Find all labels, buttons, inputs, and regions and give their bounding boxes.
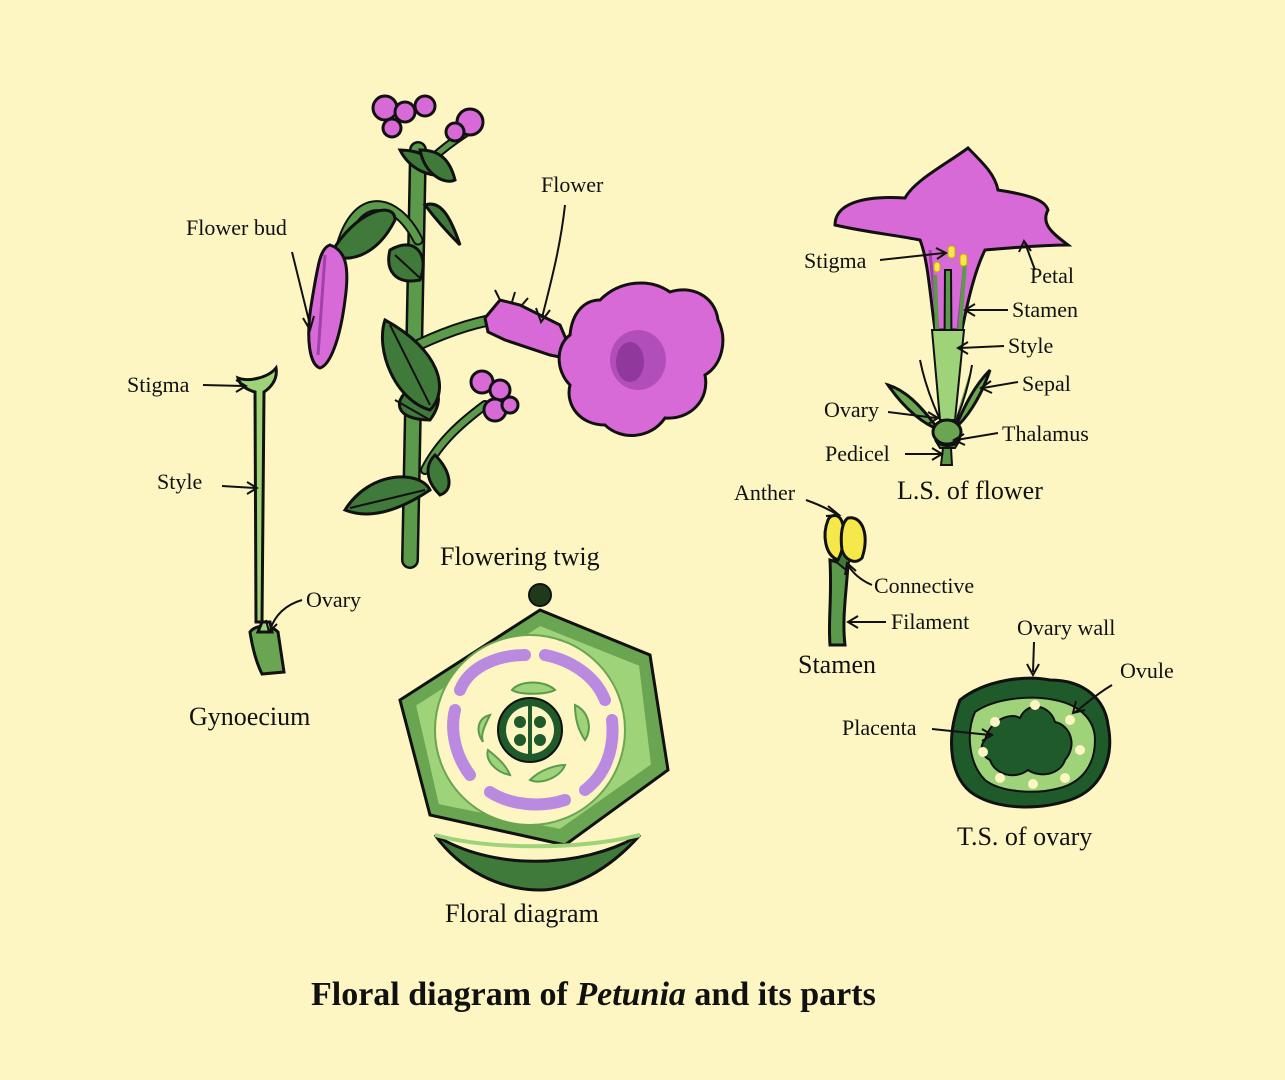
label-flower-bud: Flower bud xyxy=(186,215,287,240)
label-flower: Flower xyxy=(541,172,604,197)
ts-label-ovary-wall: Ovary wall xyxy=(1017,615,1115,640)
stamen-label-anther: Anther xyxy=(734,480,796,505)
ts-ovary-illustration xyxy=(950,676,1112,809)
ls-label-pedicel: Pedicel xyxy=(825,441,890,466)
caption-ts-ovary: T.S. of ovary xyxy=(957,822,1092,851)
title-prefix: Floral diagram of xyxy=(311,976,576,1013)
caption-floral-diagram: Floral diagram xyxy=(445,899,599,928)
floral-diagram-illustration xyxy=(398,583,670,892)
caption-ls-flower: L.S. of flower xyxy=(897,476,1043,505)
caption-stamen: Stamen xyxy=(798,650,876,679)
gynoecium-label-style: Style xyxy=(157,469,202,494)
ls-label-petal: Petal xyxy=(1030,263,1074,288)
ls-label-ovary: Ovary xyxy=(824,397,879,422)
ls-label-sepal: Sepal xyxy=(1022,371,1071,396)
figure-title: Floral diagram of Petunia and its parts xyxy=(311,976,876,1013)
ls-flower-illustration xyxy=(833,146,1073,466)
ts-label-ovule: Ovule xyxy=(1120,658,1174,683)
flowering-twig-illustration xyxy=(307,94,725,569)
stamen-label-connective: Connective xyxy=(874,573,974,598)
ls-label-stamen: Stamen xyxy=(1012,297,1078,322)
gynoecium-label-ovary: Ovary xyxy=(306,587,361,612)
ls-label-stigma: Stigma xyxy=(804,248,867,273)
caption-gynoecium: Gynoecium xyxy=(189,702,310,731)
stamen-illustration xyxy=(823,514,867,647)
ls-label-style: Style xyxy=(1008,333,1053,358)
title-genus: Petunia xyxy=(575,976,686,1013)
ts-label-placenta: Placenta xyxy=(842,715,917,740)
ls-label-thalamus: Thalamus xyxy=(1002,421,1089,446)
stamen-label-filament: Filament xyxy=(891,609,969,634)
gynoecium-label-stigma: Stigma xyxy=(127,372,190,397)
title-suffix: and its parts xyxy=(686,976,876,1013)
gynoecium-illustration xyxy=(235,364,286,676)
caption-flowering-twig: Flowering twig xyxy=(440,542,600,571)
